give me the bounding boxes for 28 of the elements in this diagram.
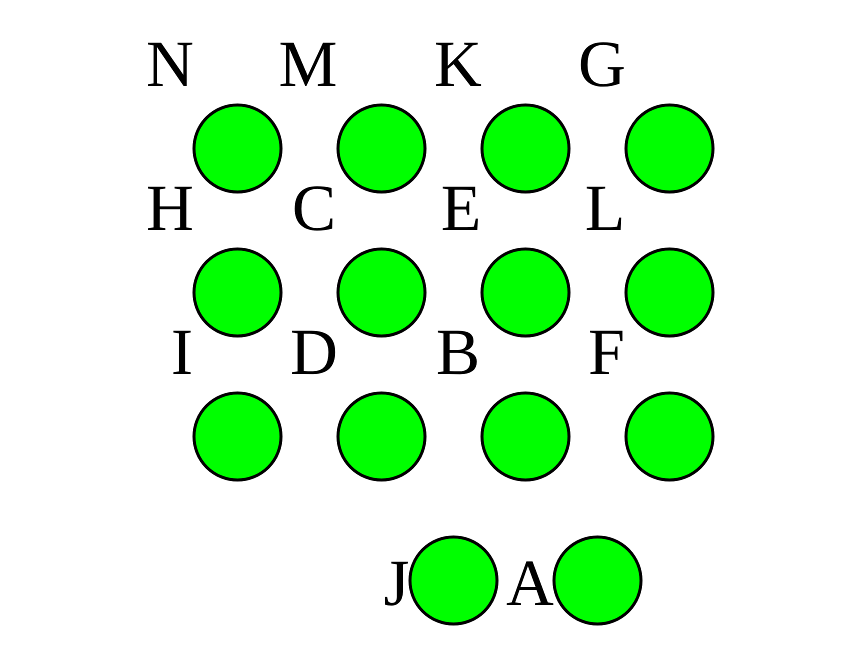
node-label: J <box>384 546 410 620</box>
node-label: F <box>588 316 625 389</box>
node-label: B <box>436 316 480 389</box>
node-circle <box>552 536 642 626</box>
node-label: G <box>578 28 626 101</box>
node-label: L <box>584 172 626 245</box>
node-circle <box>192 104 282 194</box>
node-circle <box>480 392 570 482</box>
node-circle <box>336 248 426 338</box>
node-circle <box>336 392 426 482</box>
node-circle <box>336 104 426 194</box>
node-circle <box>624 248 714 338</box>
node-circle <box>192 392 282 482</box>
node-circle <box>480 104 570 194</box>
node-circle <box>480 248 570 338</box>
node-label: N <box>146 28 194 101</box>
node-circle <box>624 392 714 482</box>
node-label: H <box>146 172 194 245</box>
node-label: I <box>171 316 193 389</box>
node-label: D <box>290 316 338 389</box>
node-label: K <box>434 28 482 101</box>
node-circle <box>408 536 498 626</box>
node-label: C <box>292 172 336 245</box>
node-circle <box>192 248 282 338</box>
node-label: M <box>278 28 338 101</box>
node-label: E <box>440 172 482 245</box>
node-circle <box>624 104 714 194</box>
node-label: A <box>506 546 554 620</box>
